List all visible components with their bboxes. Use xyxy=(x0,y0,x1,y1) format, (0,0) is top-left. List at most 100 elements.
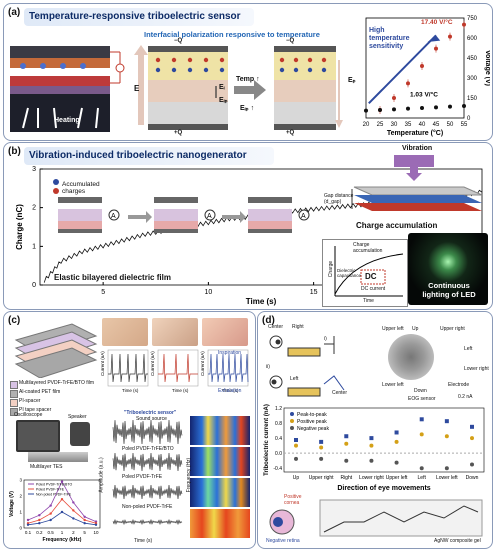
annotation-high: High xyxy=(369,27,385,34)
svg-text:A: A xyxy=(207,213,212,220)
eip-label: Eᵢₚ xyxy=(219,97,228,104)
plot-frame xyxy=(23,479,101,529)
x-tick-label: Upper left xyxy=(386,475,408,481)
point-positive xyxy=(470,436,474,441)
temp-up-label: Temp ↑ xyxy=(236,76,260,83)
x-tick-label: Up xyxy=(293,475,300,481)
point-p2p xyxy=(319,439,324,444)
roman-ii-label-top: ii) xyxy=(266,364,270,370)
point-low xyxy=(364,108,368,113)
point-positive xyxy=(419,432,424,437)
point-negative xyxy=(444,466,449,471)
series-point xyxy=(49,518,52,522)
eye-diagram xyxy=(269,335,345,397)
ei-label: Eᵢ xyxy=(219,84,225,91)
panel-b-title: Vibration-induced triboelectric nanogene… xyxy=(29,150,247,161)
point-low xyxy=(448,104,452,109)
point-p2p xyxy=(419,417,424,422)
y-axis-label: Voltage (V) xyxy=(9,491,15,517)
signal-ylabel: Current (nA) xyxy=(200,351,205,376)
x-tick-label: 55 xyxy=(461,122,468,128)
roman-i-label: i) xyxy=(324,336,327,342)
panel-a-label: (a) xyxy=(8,7,21,18)
series-point xyxy=(72,501,75,504)
inspiration-label: Inspiration xyxy=(218,350,242,356)
y-tick-label: 0 xyxy=(19,526,22,531)
x-tick-label: 10 xyxy=(204,289,212,296)
series-point xyxy=(49,504,52,507)
legend-marker xyxy=(290,419,294,423)
point-p2p xyxy=(444,419,449,424)
y-axis-label: Voltage (V) xyxy=(484,50,490,86)
agnw-label: AgNW composite gel xyxy=(434,538,481,544)
e-label: E xyxy=(134,84,140,93)
y-tick-label: 1 xyxy=(32,243,36,250)
point-low xyxy=(420,106,424,110)
dielectric-label: Dielectric capacitance xyxy=(337,268,362,278)
negative-retina-label: Negative retina xyxy=(266,538,300,544)
series-point xyxy=(60,480,64,483)
x-tick-label: Lower right xyxy=(359,475,384,481)
panel-b-title-bar xyxy=(24,147,274,165)
mouth-photo xyxy=(202,318,248,346)
annotation-slope-low: 1.03 V/°C xyxy=(410,91,438,99)
heating-device-schematic xyxy=(10,46,125,132)
throat-signal: Time (s)Current (nA) xyxy=(150,349,199,393)
legend-label: Peak-to-peak xyxy=(297,412,327,418)
legend-pi-tape: PI tape spacer xyxy=(19,407,52,413)
throat-photo xyxy=(152,318,198,346)
film-stack-schematic xyxy=(14,323,98,378)
panel-a-title-bar xyxy=(24,8,254,26)
point-p2p xyxy=(394,430,399,435)
point-low xyxy=(434,105,438,110)
exhalation-label: Exhalation xyxy=(218,388,242,394)
dc-current-label: DC current xyxy=(361,286,386,292)
x-tick-label: 0.5 xyxy=(48,530,55,535)
tes-label: Multilayer TES xyxy=(30,464,63,470)
pos-q-right: +Q xyxy=(286,130,295,136)
x-tick-label: Lower left xyxy=(436,475,458,481)
series-point xyxy=(38,518,41,522)
legend-pi-spacer: PI-spacer xyxy=(19,398,41,404)
svg-text:A: A xyxy=(111,213,116,220)
oscilloscope-photo xyxy=(16,420,60,452)
oscilloscope-label: Oscilloscope xyxy=(14,412,43,418)
svg-text:A: A xyxy=(301,213,306,220)
signal-line xyxy=(208,353,249,383)
accumulated-charges-label: Accumulated charges xyxy=(62,181,100,195)
legend-marker xyxy=(290,426,294,430)
series-point xyxy=(83,518,86,522)
x-tick-label: 50 xyxy=(447,122,454,128)
center-label-bottom: Center xyxy=(332,390,348,396)
ep-label: Eₚ xyxy=(348,77,356,84)
trend-arrow xyxy=(368,34,437,105)
annotation-high-3: sensitivity xyxy=(369,43,403,50)
point-positive xyxy=(444,434,449,439)
point-low xyxy=(462,104,466,108)
legend-label: Positive peak xyxy=(297,419,327,425)
electrode-label: Electrode xyxy=(448,382,470,388)
speaker-icon xyxy=(70,422,90,446)
series-point xyxy=(38,514,41,517)
film-label: Elastic bilayered dielectric film xyxy=(54,273,171,282)
point-negative xyxy=(344,458,349,463)
led-label: Continuous lighting of LED xyxy=(422,281,476,299)
cornea-retina-diagram xyxy=(269,499,483,537)
y-tick-label: 750 xyxy=(467,16,478,22)
panel-c-label: (c) xyxy=(8,315,21,326)
point-low xyxy=(406,106,410,111)
x-tick-label: 2 xyxy=(72,530,75,535)
amplitude-label: Amplitude (a.u.) xyxy=(98,457,105,493)
wrist-photo xyxy=(102,318,148,346)
panel-d: (d) Center Right i) ii) Left Center Uppe… xyxy=(257,311,493,549)
point-positive xyxy=(344,441,349,446)
sound-sensor-label: "Triboelectric sensor" xyxy=(124,410,177,416)
plot-frame xyxy=(283,407,485,473)
series-point xyxy=(60,510,64,514)
positive-cornea-label: Positive cornea xyxy=(284,494,302,506)
legend-label: Poled PVDF-TrFE xyxy=(36,488,65,492)
signal-line xyxy=(158,353,198,383)
panel-b-label: (b) xyxy=(8,146,21,157)
x-tick-label: 45 xyxy=(433,122,440,128)
